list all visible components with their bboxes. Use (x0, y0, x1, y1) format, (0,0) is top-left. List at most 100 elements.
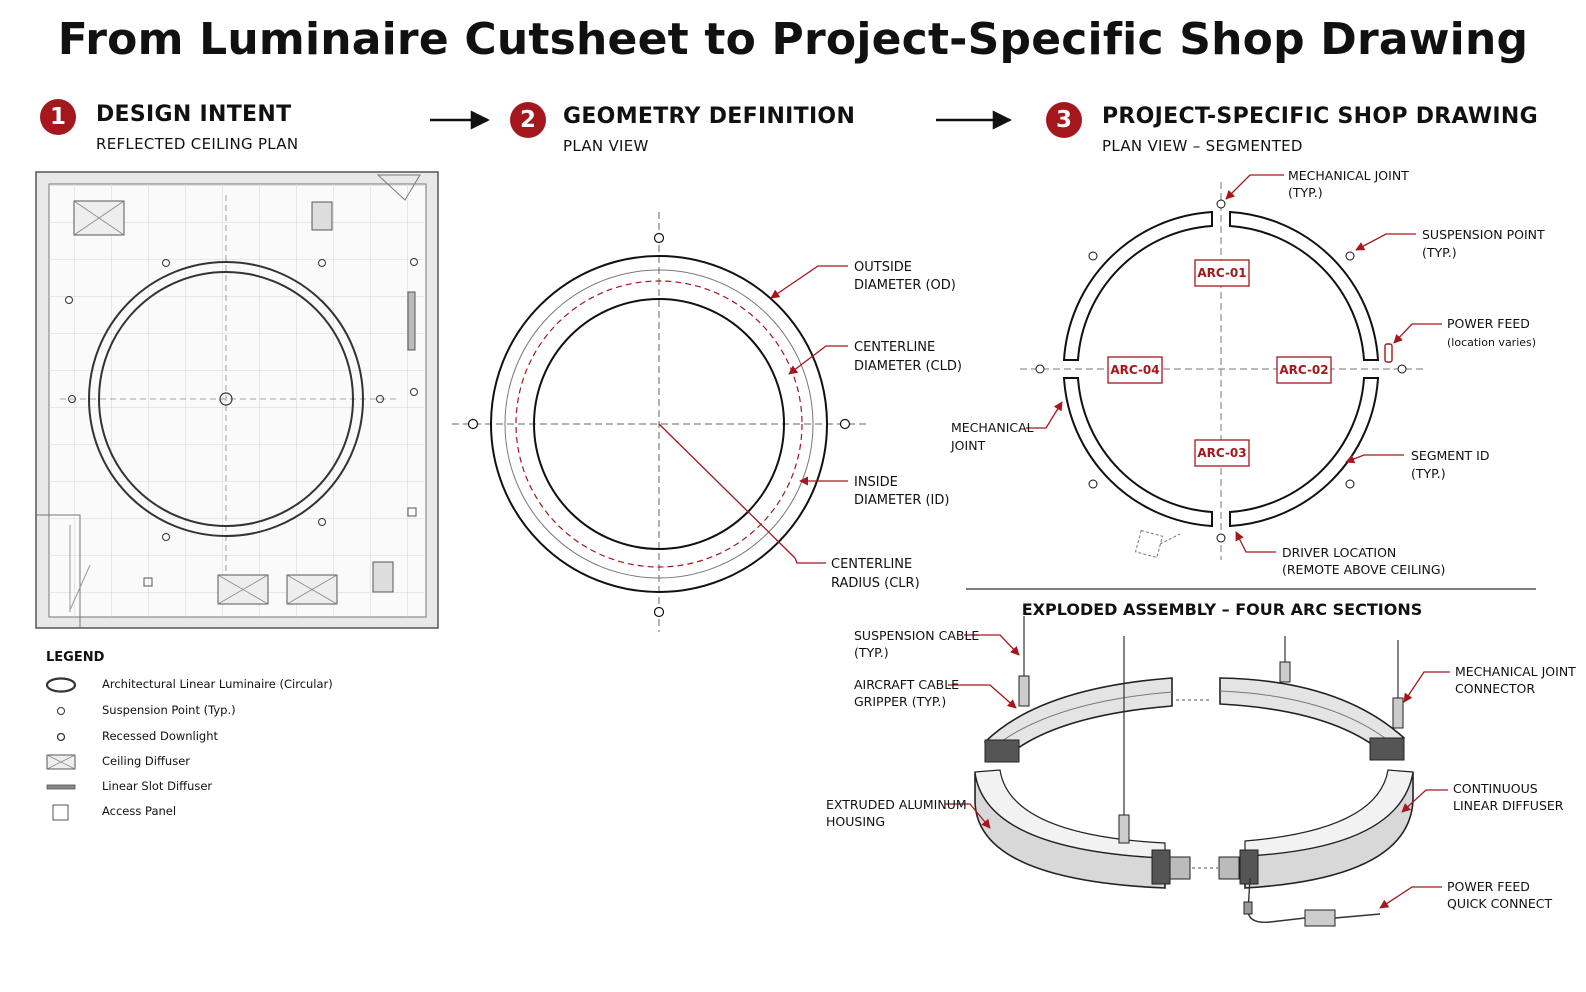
diffuser-label: CONTINUOUS (1453, 781, 1538, 796)
shop-suspension-point (1345, 479, 1355, 489)
rcp-suspension-point (318, 259, 326, 267)
suspension-point-icon (57, 707, 65, 715)
slot-diffuser-icon (46, 784, 76, 790)
od-leader (770, 265, 848, 299)
joint-connector-leader (1403, 671, 1450, 703)
segmented-plan-view (1020, 174, 1442, 560)
inside-diameter-circle (533, 298, 785, 550)
step-badge: 1 (40, 99, 76, 135)
legend-label: Architectural Linear Luminaire (Circular… (102, 677, 333, 691)
centerline-radius-line (658, 423, 796, 559)
ring-luminaire-icon (45, 677, 77, 693)
rcp-downlight (65, 296, 73, 304)
centerline-diameter-circle (515, 280, 803, 568)
rcp-downlight (410, 388, 418, 396)
rcp-access-panel (407, 507, 417, 517)
cable-gripper (1392, 697, 1404, 729)
arc-tag-box (1276, 356, 1332, 384)
gripper-leader (948, 684, 1017, 709)
driver-label: DRIVER LOCATION (1282, 545, 1396, 560)
arc-tag: ARC-04 (1110, 363, 1159, 377)
rcp-ring-luminaire-outer (88, 261, 364, 537)
clr-leader (794, 557, 826, 564)
quick-connect-label: QUICK CONNECT (1447, 896, 1552, 911)
mech-joint-typ-label: (TYP.) (1288, 185, 1323, 200)
outside-diameter-circle (490, 255, 828, 593)
driver-box (1134, 529, 1164, 559)
geometry-suspension-point (653, 606, 665, 618)
rcp-access-panel (311, 201, 333, 231)
od-label: OUTSIDE (854, 260, 912, 275)
suspension-cable-label: SUSPENSION CABLE (854, 628, 979, 643)
housing-label: EXTRUDED ALUMINUM (826, 797, 967, 812)
power-feed-marker (1384, 343, 1393, 363)
arc-segment-03 (1062, 377, 1213, 528)
suspension-typ-leader (1355, 233, 1416, 251)
legend-label: Suspension Point (Typ.) (102, 703, 236, 717)
shop-suspension-point (1088, 251, 1098, 261)
gripper-label: AIRCRAFT CABLE (854, 677, 959, 692)
segment-id-leader (1345, 454, 1404, 464)
id-label: DIAMETER (ID) (854, 493, 949, 508)
driver-label: (REMOTE ABOVE CEILING) (1282, 562, 1445, 577)
rcp-suspension-point (68, 395, 76, 403)
suspension-typ-label: (TYP.) (1422, 245, 1457, 260)
clr-label: RADIUS (CLR) (831, 576, 920, 591)
mech-joint-typ-leader (1225, 174, 1284, 200)
rcp-slot-diffuser (407, 291, 416, 351)
id-label: INSIDE (854, 475, 898, 490)
step-title: PROJECT-SPECIFIC SHOP DRAWING (1102, 104, 1538, 129)
quick-connect-label: POWER FEED (1447, 879, 1530, 894)
reflected-ceiling-plan (35, 171, 439, 629)
gripper-label: GRIPPER (TYP.) (854, 694, 946, 709)
arc-tag: ARC-03 (1197, 446, 1246, 460)
arc-tag-box (1194, 439, 1250, 467)
arc-tag: ARC-01 (1197, 266, 1246, 280)
legend-label: Linear Slot Diffuser (102, 779, 213, 793)
segment-id-label: (TYP.) (1411, 466, 1446, 481)
arc-tag: ARC-02 (1279, 363, 1328, 377)
rcp-suspension-point (162, 259, 170, 267)
ceiling-diffuser-icon (46, 754, 76, 770)
quick-connect-leader (1379, 886, 1442, 909)
power-feed-label: POWER FEED (1447, 316, 1530, 331)
geometry-suspension-point (653, 232, 665, 244)
access-panel-icon (52, 804, 69, 821)
cld-leader (788, 345, 848, 375)
rcp-access-panel (143, 577, 153, 587)
suspension-cable-leader (964, 634, 1020, 656)
exploded-heading: EXPLODED ASSEMBLY – FOUR ARC SECTIONS (1022, 600, 1422, 619)
geometry-suspension-point (839, 418, 851, 430)
joint-connector-label: CONNECTOR (1455, 681, 1535, 696)
rcp-suspension-point (162, 533, 170, 541)
cld-label: CENTERLINE (854, 340, 935, 355)
diffuser-leader (1401, 789, 1448, 813)
step-title: DESIGN INTENT (96, 102, 292, 127)
step-subtitle: REFLECTED CEILING PLAN (96, 135, 299, 153)
rcp-downlight (410, 258, 418, 266)
rcp-access-panel (372, 561, 394, 593)
step-badge: 3 (1046, 102, 1082, 138)
mech-joint-typ-label: MECHANICAL JOINT (1288, 168, 1409, 183)
arc-segment-04 (1062, 210, 1213, 361)
arc-tag-box (1107, 356, 1163, 384)
arc-segment-02 (1229, 377, 1380, 528)
suspension-cable-label: (TYP.) (854, 645, 889, 660)
exploded-assembly (945, 616, 1450, 927)
od-label: DIAMETER (OD) (854, 278, 956, 293)
suspension-typ-label: SUSPENSION POINT (1422, 227, 1545, 242)
cable-gripper (1279, 661, 1291, 683)
arc-tag-box (1194, 259, 1250, 287)
step-subtitle: PLAN VIEW (563, 137, 649, 155)
geometry-suspension-point (467, 418, 479, 430)
driver-leader (1235, 531, 1276, 553)
legend-heading: LEGEND (46, 650, 105, 665)
mech-joint-label: JOINT (950, 438, 986, 453)
rcp-suspension-point (376, 395, 384, 403)
shop-suspension-point (1216, 199, 1226, 209)
shop-suspension-point (1088, 479, 1098, 489)
segment-id-label: SEGMENT ID (1411, 448, 1489, 463)
housing-leader (945, 803, 991, 829)
shop-suspension-point (1397, 364, 1407, 374)
